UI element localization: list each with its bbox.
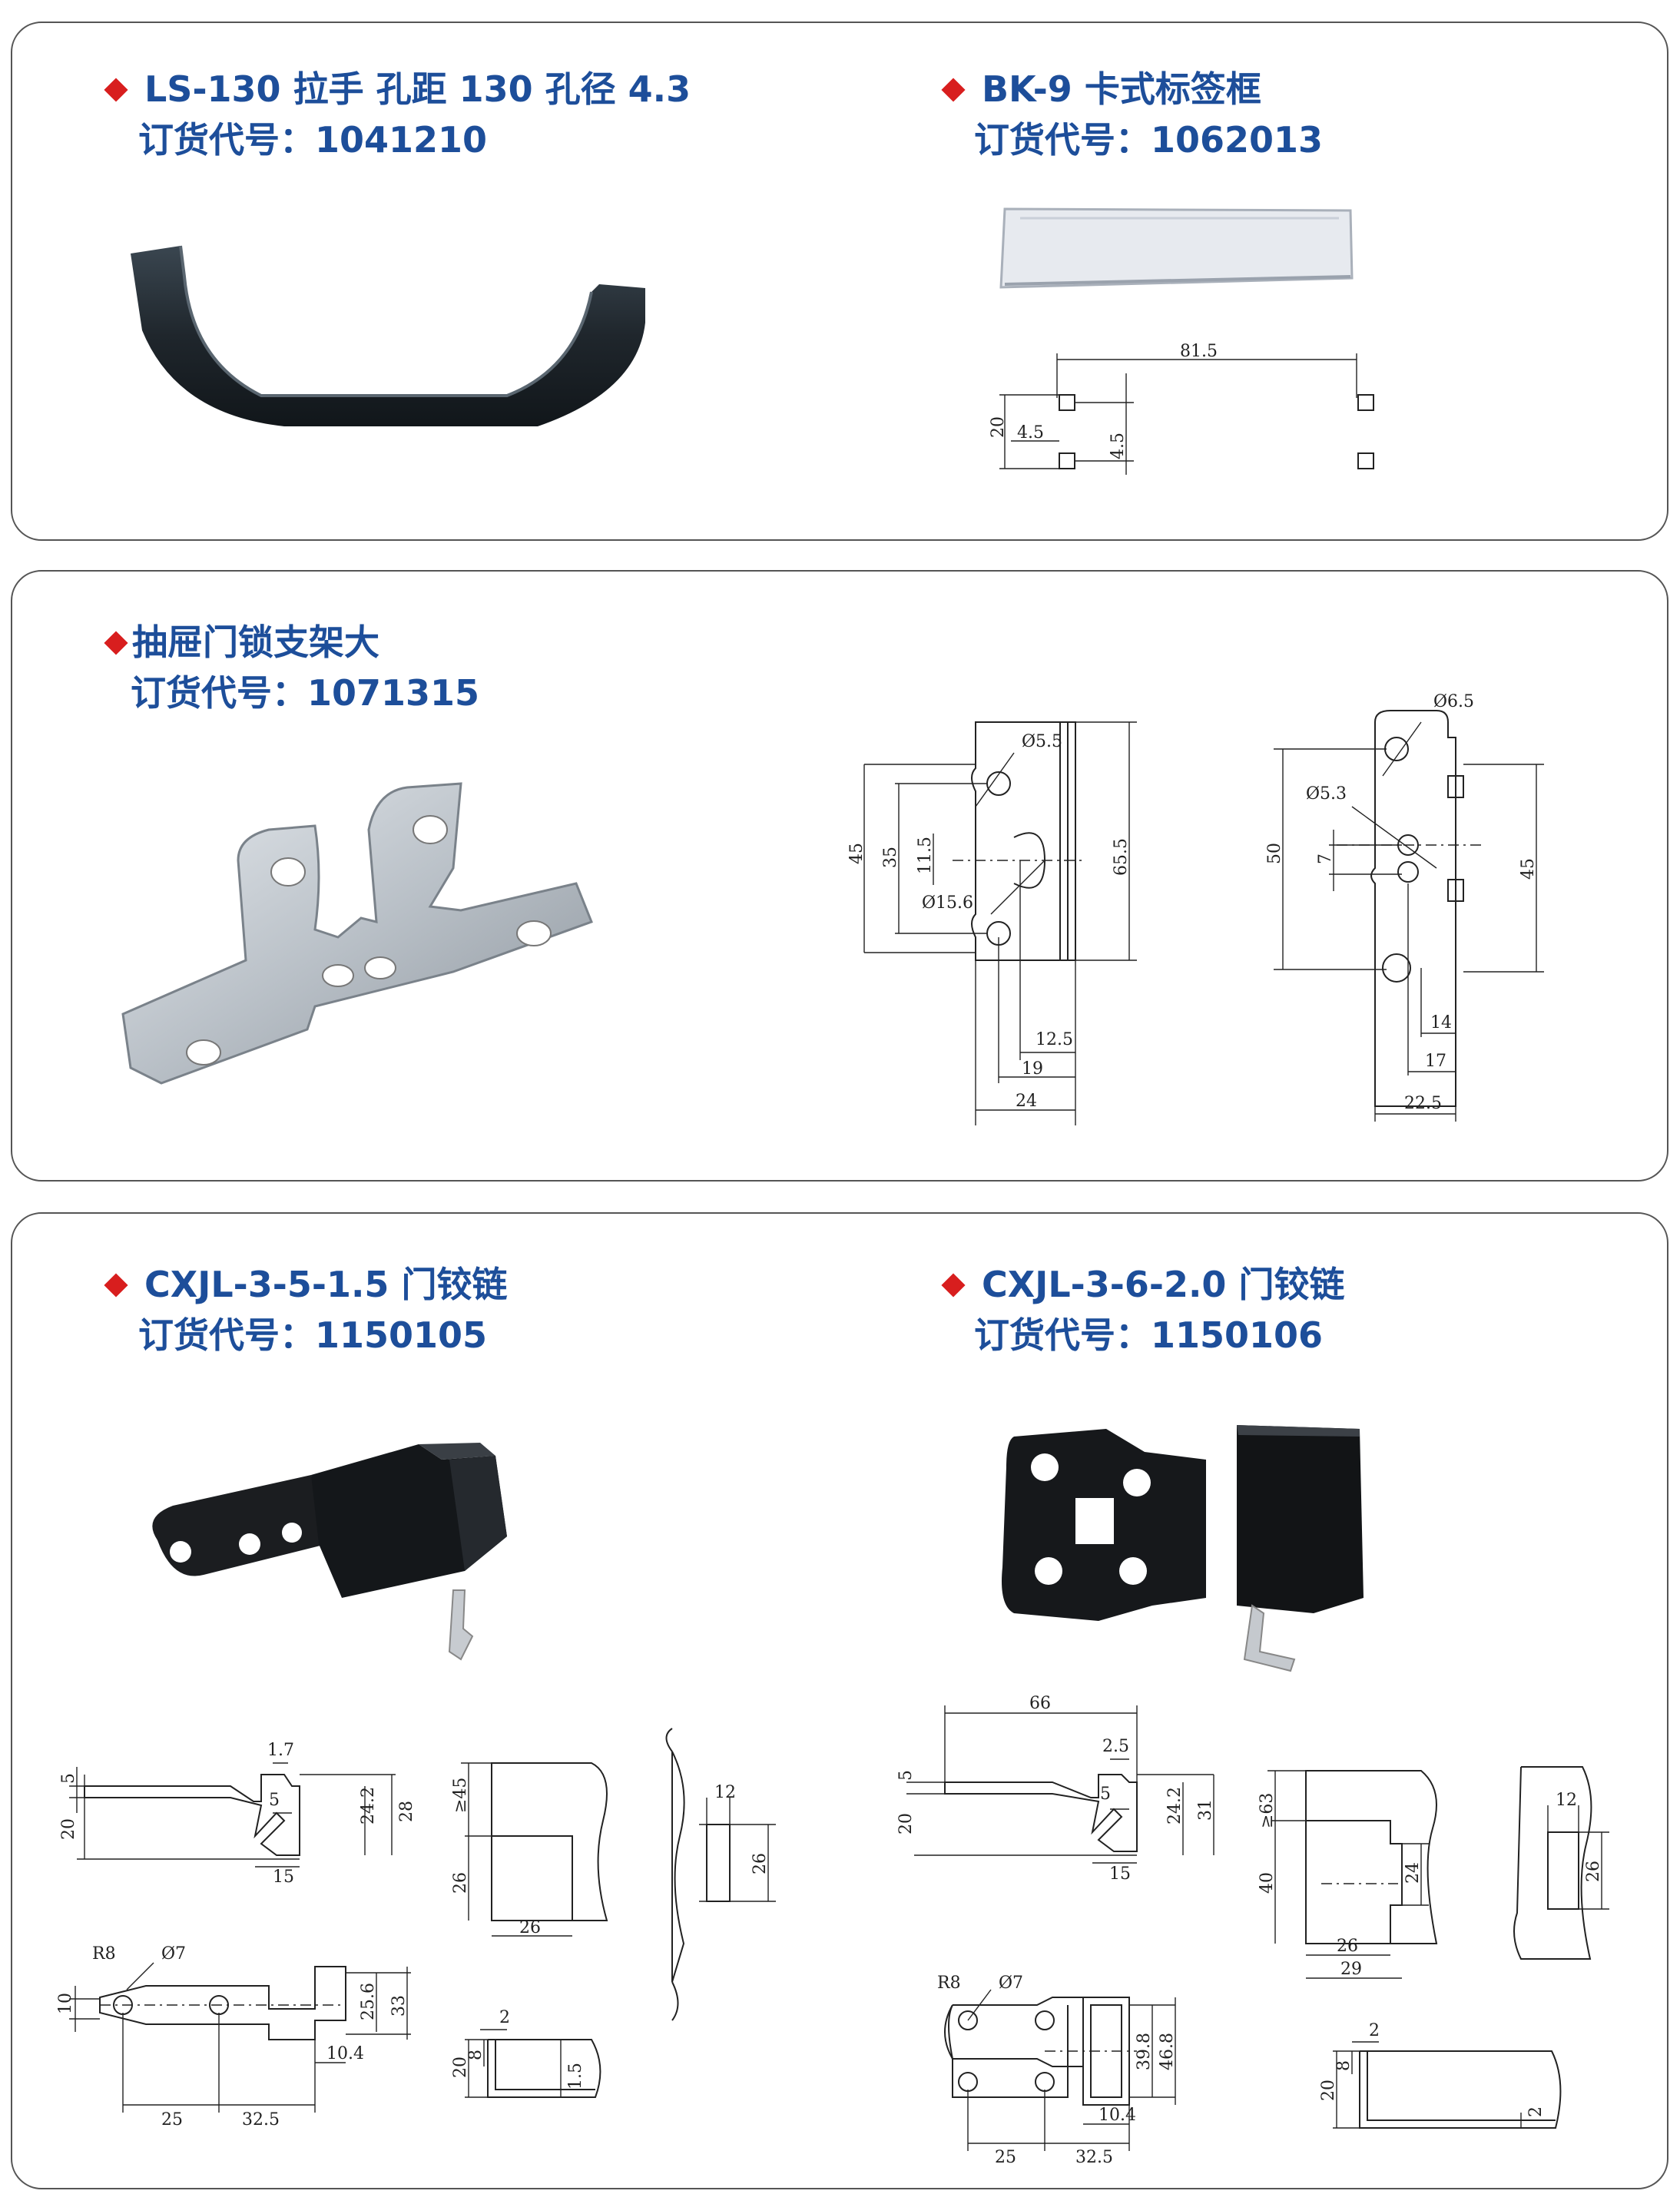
dim-v5: 5 — [59, 1773, 78, 1784]
diamond-bullet-icon — [941, 1272, 966, 1298]
dim-v5b: 5 — [269, 1791, 280, 1810]
product-panel-1 — [11, 22, 1668, 541]
dim-h7: 7 — [1316, 853, 1335, 864]
dim-frame26: 26 — [751, 1853, 770, 1874]
dim-w19: 19 — [1022, 1059, 1043, 1079]
dim-h11: 11.5 — [916, 837, 935, 874]
dim-height: 20 — [989, 416, 1008, 438]
dim-door26: 26 — [451, 1872, 470, 1894]
order-code: 订货代号：1062013 — [974, 119, 1324, 161]
dim-hole-b: 4.5 — [1108, 433, 1128, 459]
dim-v24: 24.2 — [1165, 1787, 1185, 1825]
dim-w25: 25 — [995, 2148, 1016, 2167]
hinge-small-drawings: 5 5 20 1.7 24.2 28 5 15 ≥45 26 26 R8 Ø7 … — [56, 1728, 685, 2129]
dim-door63: ≥63 — [1258, 1793, 1277, 1828]
dim-w325: 32.5 — [242, 2110, 280, 2129]
dim-door26: 26 — [1337, 1937, 1358, 1956]
dim-t25: 2.5 — [1102, 1737, 1129, 1756]
hinge-small-image — [152, 1443, 507, 1661]
dim-s2: 2 — [499, 2008, 510, 2027]
dim-d7: Ø7 — [161, 1944, 186, 1964]
dim-v20: 20 — [59, 1818, 78, 1840]
dim-w12: 12.5 — [1036, 1030, 1073, 1049]
dim-r8: R8 — [937, 1974, 961, 1993]
dim-frame12: 12 — [714, 1783, 736, 1802]
dim-h65: 65.5 — [1112, 838, 1131, 876]
dim-v5: 5 — [896, 1770, 916, 1781]
bracket-drawing-front: Ø5.5 Ø15.6 45 35 11.5 65.5 12.5 19 24 — [847, 721, 1137, 1125]
product-title: 抽屉门锁支架大 — [100, 618, 379, 667]
dim-v468: 46.8 — [1158, 2033, 1177, 2070]
hinge-large-image — [1002, 1425, 1364, 1672]
dim-frame26: 26 — [1584, 1861, 1603, 1882]
dim-hole-a: 4.5 — [1017, 423, 1044, 442]
dim-w325: 32.5 — [1075, 2148, 1113, 2167]
dim-v20: 20 — [896, 1813, 916, 1834]
dim-door26w: 26 — [519, 1918, 541, 1937]
dim-v398: 39.8 — [1135, 2033, 1154, 2070]
dim-w104: 10.4 — [326, 2044, 364, 2063]
dim-w15: 15 — [1109, 1864, 1131, 1884]
dim-v10: 10 — [56, 1993, 75, 2014]
dim-h45: 45 — [847, 843, 867, 864]
lock-bracket-image — [121, 782, 593, 1085]
label-frame-image — [999, 207, 1354, 289]
dim-hole-mid: Ø15.6 — [922, 893, 973, 913]
dim-v28: 28 — [397, 1801, 416, 1822]
dim-door29: 29 — [1340, 1960, 1362, 1979]
dim-v24: 24.2 — [359, 1787, 378, 1825]
diamond-bullet-icon — [104, 77, 128, 102]
product-title: LS-130 拉手 孔距 130 孔径 4.3 — [100, 65, 691, 114]
product-title: BK-9 卡式标签框 — [937, 65, 1261, 114]
dim-s8: 8 — [466, 2050, 485, 2060]
hinge-large-drawings: 66 2.5 5 20 24.2 31 5 15 ≥63 40 24 26 29… — [896, 1694, 1609, 2167]
handle-image — [131, 245, 645, 426]
dim-w104: 10.4 — [1098, 2106, 1136, 2125]
dim-h35: 35 — [881, 847, 900, 868]
dim-s8: 8 — [1334, 2060, 1354, 2071]
dim-r8: R8 — [92, 1944, 116, 1964]
dim-s15: 1.5 — [566, 2063, 585, 2090]
dim-s2: 2 — [1369, 2021, 1380, 2040]
label-frame-drawing: 81.5 20 4.5 4.5 — [989, 342, 1374, 475]
order-code: 订货代号：1150105 — [138, 1314, 488, 1356]
dim-w25: 25 — [161, 2110, 183, 2129]
product-title: CXJL-3-6-2.0 门铰链 — [937, 1260, 1344, 1309]
product-title: CXJL-3-5-1.5 门铰链 — [100, 1260, 507, 1309]
dim-s20: 20 — [451, 2057, 470, 2078]
dim-door40: 40 — [1258, 1872, 1277, 1894]
dim-door24: 24 — [1403, 1862, 1423, 1884]
dim-v25: 25.6 — [359, 1983, 378, 2020]
dim-h45: 45 — [1519, 858, 1538, 880]
dim-w24: 24 — [1016, 1092, 1037, 1111]
dim-w14: 14 — [1430, 1013, 1452, 1032]
dim-frame12: 12 — [1556, 1791, 1577, 1810]
dim-w22: 22.5 — [1404, 1094, 1442, 1113]
dim-hole-top: Ø5.5 — [1022, 732, 1062, 751]
dim-hole-top: Ø6.5 — [1433, 692, 1474, 711]
dim-width: 81.5 — [1180, 342, 1218, 361]
dim-s20: 20 — [1319, 2080, 1338, 2101]
hinge-small-frame-labels: 12 26 — [699, 1783, 776, 1902]
dim-v5b: 5 — [1100, 1785, 1111, 1804]
dim-d7: Ø7 — [999, 1974, 1023, 1993]
order-code: 订货代号：1071315 — [131, 672, 480, 714]
order-code: 订货代号：1150106 — [974, 1314, 1324, 1356]
dim-door45: ≥45 — [451, 1778, 470, 1813]
diamond-bullet-icon — [104, 630, 128, 655]
dim-v31: 31 — [1196, 1799, 1215, 1821]
dim-w15: 15 — [273, 1868, 294, 1887]
dim-h50: 50 — [1265, 843, 1284, 864]
dim-w66: 66 — [1029, 1694, 1051, 1713]
dim-t17: 1.7 — [267, 1741, 294, 1760]
diamond-bullet-icon — [941, 77, 966, 102]
dim-hole-mid: Ø5.3 — [1306, 784, 1347, 804]
dim-s2b: 2 — [1526, 2106, 1546, 2117]
diamond-bullet-icon — [104, 1272, 128, 1298]
dim-v33: 33 — [389, 1995, 409, 2017]
bracket-drawing-side: Ø6.5 Ø5.3 50 7 45 14 17 22.5 — [1265, 692, 1544, 1122]
dim-w17: 17 — [1425, 1052, 1446, 1071]
product-panel-3 — [11, 1212, 1668, 2189]
order-code: 订货代号：1041210 — [138, 119, 488, 161]
